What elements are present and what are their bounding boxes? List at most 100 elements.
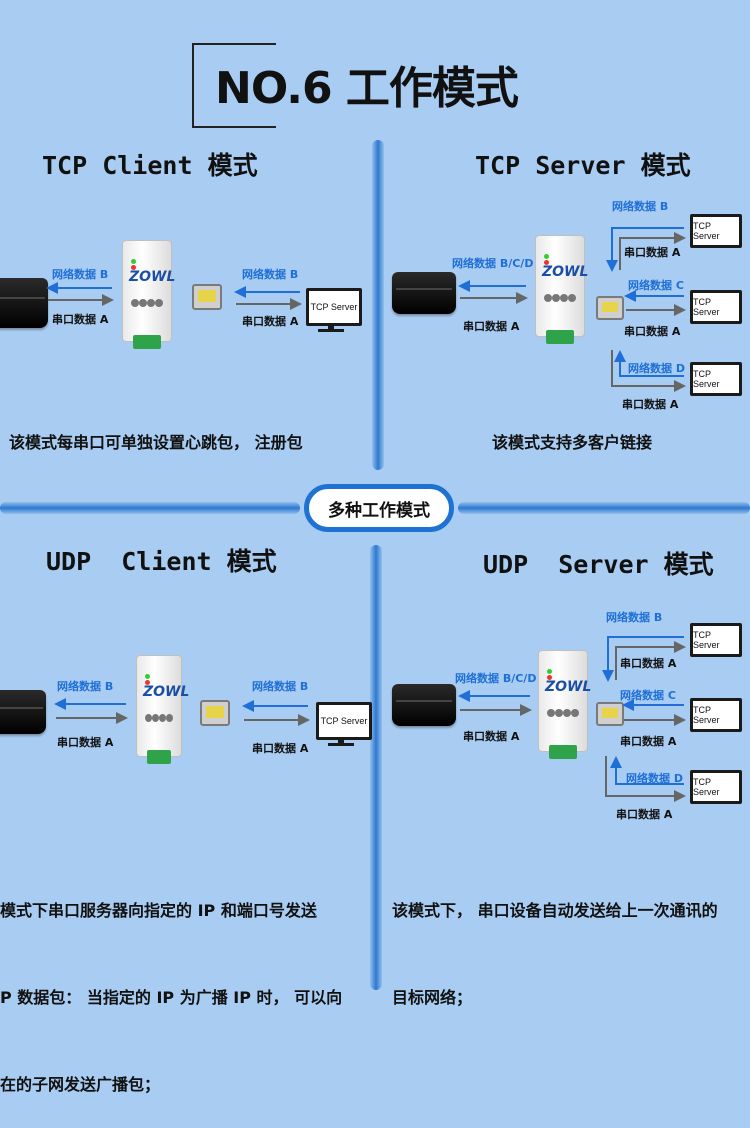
desc-line: 该模式下， 串口设备自动发送给上一次通讯的 xyxy=(392,901,718,920)
client-b-serial-label: 串口数据 A xyxy=(620,657,677,670)
server-label: TCP Server xyxy=(693,705,720,725)
terminal-screws xyxy=(547,709,579,719)
serial-data-label: 串口数据 A xyxy=(242,315,299,328)
center-mode-badge: 多种工作模式 xyxy=(304,484,454,532)
device-logo: ZOWL xyxy=(545,679,592,695)
desc-line: 模式下串口服务器向指定的 IP 和端口号发送 xyxy=(0,901,317,920)
client-d-serial-label: 串口数据 A xyxy=(616,808,673,821)
client-b-net-label: 网络数据 B xyxy=(612,200,669,213)
server-label: TCP Server xyxy=(693,297,720,317)
server-label: TCP Server xyxy=(693,630,720,650)
printer-icon xyxy=(392,272,456,314)
ethernet-port-icon xyxy=(596,702,624,726)
terminal-screws xyxy=(544,294,576,304)
server-monitor-icon: TCP Server xyxy=(690,362,742,396)
serial-data-label: 串口数据 A xyxy=(463,730,520,743)
client-d-net-label: 网络数据 D xyxy=(628,362,685,375)
device-logo: ZOWL xyxy=(143,684,190,700)
terminal-block xyxy=(147,750,171,764)
server-label: TCP Server xyxy=(310,302,358,312)
client-b-net-label: 网络数据 B xyxy=(606,611,663,624)
serial-server-device: ZOWL xyxy=(535,235,589,344)
udp-server-title: UDP Server 模式 xyxy=(483,550,714,579)
arrow-client-d-serial xyxy=(605,756,686,802)
server-monitor-icon: TCP Server xyxy=(690,290,742,324)
serial-data-label: 串口数据 A xyxy=(57,736,114,749)
net-data-label: 网络数据 B xyxy=(52,268,109,281)
page-title: NO.6 工作模式 xyxy=(215,63,519,114)
client-c-serial-label: 串口数据 A xyxy=(620,735,677,748)
serial-server-device: ZOWL xyxy=(122,240,176,349)
server-monitor-icon: TCP Server xyxy=(690,698,742,732)
horizontal-divider-left xyxy=(0,502,300,514)
tcp-server-description: 该模式支持多客户链接 xyxy=(492,433,653,452)
arrow-client-d-net xyxy=(610,756,684,785)
monitor-stand xyxy=(328,323,334,329)
server-monitor-icon: TCP Server xyxy=(690,623,742,657)
server-label: TCP Server xyxy=(693,777,720,797)
tcp-server-arrows xyxy=(458,227,686,392)
tcp-client-title: TCP Client 模式 xyxy=(42,151,258,180)
net-data-label: 网络数据 B/C/D xyxy=(452,257,534,270)
server-label: TCP Server xyxy=(693,369,720,389)
device-logo: ZOWL xyxy=(542,264,589,280)
led-icon xyxy=(547,675,552,680)
serial-data-label: 串口数据 A xyxy=(52,313,109,326)
client-c-net-label: 网络数据 C xyxy=(628,279,684,292)
monitor-base xyxy=(328,743,354,746)
client-d-serial-label: 串口数据 A xyxy=(622,398,679,411)
led-icon xyxy=(131,259,136,264)
serial-data-label: 串口数据 A xyxy=(252,742,309,755)
arrow-client-b-net xyxy=(606,227,684,272)
client-b-serial-label: 串口数据 A xyxy=(624,246,681,259)
tcp-client-arrows xyxy=(46,282,302,310)
serial-server-device: ZOWL xyxy=(538,650,592,759)
serial-data-label: 串口数据 A xyxy=(463,320,520,333)
terminal-block xyxy=(546,330,574,344)
horizontal-divider-right xyxy=(458,502,750,514)
server-monitor-icon: TCP Server xyxy=(690,214,742,248)
printer-icon xyxy=(0,690,46,734)
led-icon xyxy=(131,265,136,270)
net-data-label: 网络数据 B xyxy=(242,268,299,281)
net-data-label: 网络数据 B/C/D xyxy=(455,672,537,685)
printer-icon xyxy=(0,278,48,328)
tcp-server-title: TCP Server 模式 xyxy=(475,151,691,180)
net-data-label: 网络数据 B xyxy=(252,680,309,693)
vertical-divider-bottom xyxy=(370,545,382,990)
led-icon xyxy=(145,680,150,685)
ethernet-port-icon xyxy=(192,284,222,310)
led-icon xyxy=(145,674,150,679)
server-label: TCP Server xyxy=(693,221,720,241)
led-icon xyxy=(544,260,549,265)
client-c-net-label: 网络数据 C xyxy=(620,689,676,702)
terminal-screws xyxy=(131,299,163,309)
desc-line: 在的子网发送广播包； xyxy=(0,1075,161,1094)
monitor-stand xyxy=(338,737,344,743)
terminal-block xyxy=(549,745,577,759)
monitor-base xyxy=(318,329,344,332)
udp-server-description: 该模式下， 串口设备自动发送给上一次通讯的 目标网络； xyxy=(392,838,718,1041)
serial-server-device: ZOWL xyxy=(136,655,189,764)
arrow-client-b-net xyxy=(602,636,684,682)
udp-client-title: UDP Client 模式 xyxy=(46,547,277,576)
terminal-screws xyxy=(145,714,173,724)
desc-line: 目标网络； xyxy=(392,988,473,1007)
ethernet-port-icon xyxy=(596,296,624,320)
title-frame xyxy=(192,43,276,128)
device-logo: ZOWL xyxy=(129,269,176,285)
printer-icon xyxy=(392,684,456,726)
udp-client-arrows xyxy=(54,698,310,726)
ethernet-port-icon xyxy=(200,700,230,726)
led-icon xyxy=(547,669,552,674)
arrow-client-b-serial xyxy=(615,641,686,680)
server-label: TCP Server xyxy=(320,716,368,726)
udp-server-arrows xyxy=(458,636,686,802)
client-d-net-label: 网络数据 D xyxy=(626,772,683,785)
vertical-divider-top xyxy=(372,140,384,470)
client-c-serial-label: 串口数据 A xyxy=(624,325,681,338)
arrow-client-d-serial xyxy=(611,350,686,392)
tcp-client-description: 该模式每串口可单独设置心跳包， 注册包 xyxy=(9,433,303,452)
terminal-block xyxy=(133,335,161,349)
arrow-client-b-serial xyxy=(619,232,686,270)
